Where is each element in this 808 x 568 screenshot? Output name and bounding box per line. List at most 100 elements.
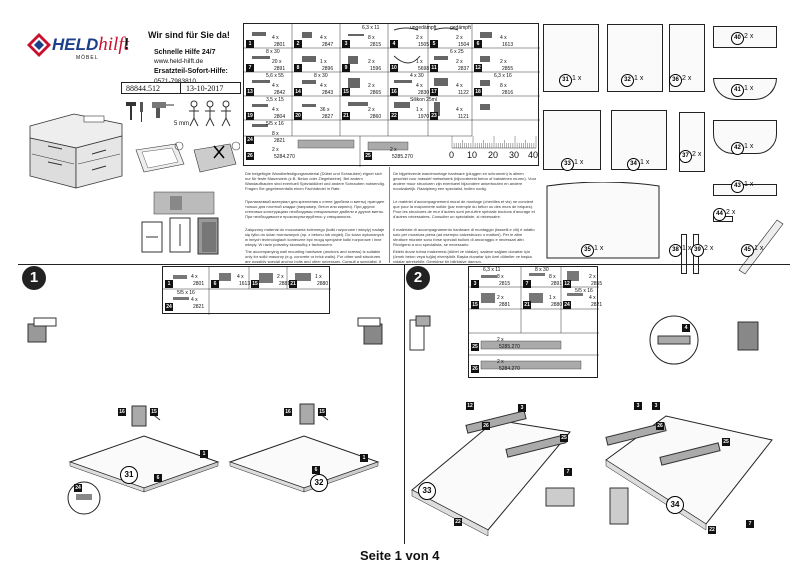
part-qty: 4 x xyxy=(416,83,423,89)
part-qty: 4 x xyxy=(320,83,327,89)
part-number-badge: 13 xyxy=(246,88,254,96)
part-number-badge: 21 xyxy=(289,280,297,288)
callout-label: 15 xyxy=(318,408,326,416)
part-qty: 1 x xyxy=(416,107,423,113)
callout-label: 24 xyxy=(74,484,82,492)
part-code: 2847 xyxy=(322,42,334,48)
panel-qty: 1 x xyxy=(744,85,754,92)
part-number-badge: 16 xyxy=(390,88,398,96)
part-code: 2865 xyxy=(370,90,382,96)
part-code: 1596 xyxy=(370,66,382,72)
panel-qty: 2 x xyxy=(682,75,692,82)
part-qty: 4 x xyxy=(272,107,279,113)
callout-label: 26 xyxy=(656,422,664,430)
website-link[interactable]: www.held-hilft.de xyxy=(154,58,204,65)
part-number-badge: 4 xyxy=(390,40,398,48)
panel-number-badge: 42 xyxy=(731,142,744,155)
part-code: 2801 xyxy=(193,281,205,287)
callout-label: 4 xyxy=(682,324,690,332)
callout-label: 25 xyxy=(560,434,568,442)
note-fr: Le matériel d'accompagnement mural de mo… xyxy=(393,199,535,219)
part-code: 2837 xyxy=(458,66,470,72)
step2-illustration xyxy=(409,315,773,537)
part-qty: 1 x xyxy=(549,295,556,301)
surface-advice xyxy=(135,141,240,173)
part-qty: 2 x xyxy=(497,337,504,343)
part-code: 1505 xyxy=(418,42,430,48)
panel-number-badge: 37 xyxy=(679,150,692,163)
tools-row xyxy=(126,100,231,127)
part-number-badge: 17 xyxy=(430,88,438,96)
part-qty: 8 x xyxy=(272,131,279,137)
part-code: 2891 xyxy=(551,281,563,287)
part-qty: 4 x xyxy=(272,35,279,41)
panel-number-badge: 38 xyxy=(669,244,682,257)
callout-label: 15 xyxy=(150,408,158,416)
panel-number-badge: 35 xyxy=(581,244,594,257)
part-size: gedämpft xyxy=(450,25,471,31)
brand-sub: MÖBEL xyxy=(76,55,99,61)
part-number-badge: 26 xyxy=(471,365,479,373)
part-size: 4 x 30 xyxy=(410,73,424,79)
part-number-badge: 8 xyxy=(294,64,302,72)
callout-label: 33 xyxy=(418,482,436,500)
panel-qty: 1 x xyxy=(640,159,650,166)
part-qty: 2 x xyxy=(390,147,397,153)
part-code: 1122 xyxy=(458,90,469,96)
part-code: 2881 xyxy=(279,281,291,287)
article-row: 88844.512 13-10-2017 xyxy=(121,82,241,94)
part-size: 8 x 30 xyxy=(266,49,280,55)
part-number-badge: 12 xyxy=(474,64,482,72)
callout-label: 22 xyxy=(454,518,462,526)
callout-label: 3 xyxy=(518,404,526,412)
part-code: 1613 xyxy=(239,281,251,287)
part-number-badge: 10 xyxy=(390,64,398,72)
callout-label: 7 xyxy=(746,520,754,528)
panel-32 xyxy=(607,24,663,92)
part-code: 2843 xyxy=(322,90,334,96)
part-number-badge: 6 xyxy=(211,280,219,288)
part-number-badge: 14 xyxy=(294,88,302,96)
part-size: 6,3 x 11 xyxy=(483,267,501,273)
drill-size: 5 mm xyxy=(174,121,189,127)
part-number-badge: 21 xyxy=(523,301,531,309)
part-qty: 4 x xyxy=(237,274,244,280)
date: 13-10-2017 xyxy=(186,84,224,93)
panel-number-badge: 33 xyxy=(561,158,574,171)
part-qty: 2 x xyxy=(456,59,463,65)
part-qty: 4 x xyxy=(272,83,279,89)
part-code: 2821 xyxy=(193,304,205,310)
measuring-ruler xyxy=(451,136,537,149)
hardware-grid xyxy=(244,24,540,167)
part-number-badge: 15 xyxy=(471,301,479,309)
support-title: Schnelle Hilfe 24/7 xyxy=(154,49,216,56)
part-number-badge: 19 xyxy=(246,112,254,120)
page-indicator: Seite 1 von 4 xyxy=(360,548,440,563)
part-qty: 36 x xyxy=(320,107,330,113)
part-number-badge: 3 xyxy=(342,40,350,48)
part-qty: 8 x xyxy=(500,83,507,89)
part-number-badge: 2 xyxy=(294,40,302,48)
callout-label: 3 xyxy=(634,402,642,410)
panel-number-badge: 40 xyxy=(731,32,744,45)
callout-label: 22 xyxy=(708,526,716,534)
ruler-tick-label: 40 xyxy=(528,150,539,160)
part-number-badge: 6 xyxy=(474,40,482,48)
callout-label: 16 xyxy=(284,408,292,416)
part-number-badge: 5 xyxy=(430,40,438,48)
panel-37 xyxy=(679,112,705,172)
part-number-badge: 24 xyxy=(165,303,173,311)
part-number-badge: 24 xyxy=(563,301,571,309)
note-it: Il materiale di accompagnamento hardware… xyxy=(393,227,535,247)
panel-qty: 1 x xyxy=(572,75,582,82)
panel-34 xyxy=(611,110,667,170)
part-code: 2815 xyxy=(370,42,382,48)
part-number-badge: 21 xyxy=(342,112,350,120)
person-icon xyxy=(221,100,231,127)
part-size: 5/5 x 16 xyxy=(575,288,593,294)
panel-42 xyxy=(713,120,777,154)
part-number-badge: 1 xyxy=(246,40,254,48)
part-number-badge: 23 xyxy=(430,112,438,120)
